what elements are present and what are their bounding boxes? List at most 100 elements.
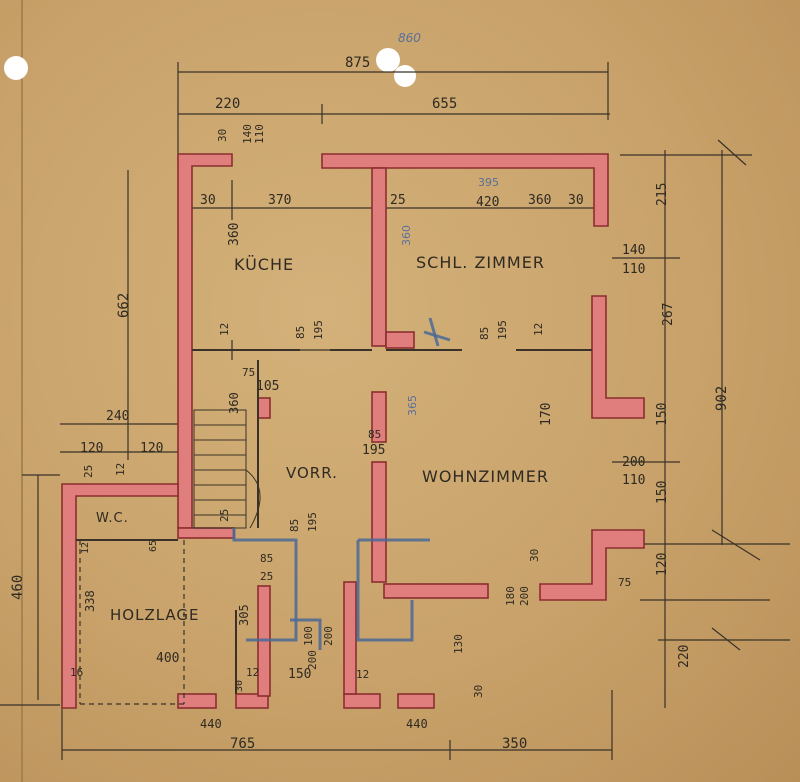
svg-text:150: 150 — [288, 667, 311, 682]
wall-wc-outer — [61, 483, 179, 709]
svg-text:360: 360 — [528, 193, 551, 208]
svg-text:200: 200 — [306, 650, 319, 670]
walls — [61, 153, 645, 709]
svg-text:180: 180 — [504, 586, 517, 606]
svg-text:30: 30 — [568, 193, 584, 208]
wall-north-west — [177, 153, 233, 529]
svg-text:110: 110 — [253, 124, 266, 144]
svg-text:120: 120 — [80, 441, 103, 456]
room-label-vorraum: VORR. — [286, 464, 338, 482]
room-labels: KÜCHE SCHL. ZIMMER VORR. WOHNZIMMER W.C.… — [96, 253, 549, 624]
svg-text:305: 305 — [237, 604, 251, 626]
svg-text:140: 140 — [241, 124, 254, 144]
wall-east-lower — [539, 529, 645, 601]
dim-bottom-left: 765 — [230, 736, 255, 752]
punch-hole — [376, 48, 400, 72]
wall-interior-lower — [371, 461, 387, 583]
punch-hole — [394, 65, 416, 87]
svg-text:662: 662 — [116, 293, 132, 318]
svg-text:130: 130 — [452, 634, 465, 654]
svg-text:12: 12 — [80, 542, 91, 554]
room-label-schlafzimmer: SCHL. ZIMMER — [416, 253, 545, 272]
svg-text:440: 440 — [200, 717, 222, 731]
wall-south-holzlage — [177, 693, 217, 709]
svg-text:195: 195 — [496, 320, 509, 340]
wall-vorraum-post — [343, 581, 357, 695]
svg-text:338: 338 — [83, 590, 97, 612]
svg-text:75: 75 — [242, 366, 255, 379]
svg-text:75: 75 — [618, 576, 631, 589]
svg-text:85: 85 — [294, 326, 307, 339]
blue-pencil-revisions — [232, 317, 451, 650]
svg-text:420: 420 — [476, 195, 499, 210]
svg-text:12: 12 — [532, 323, 545, 336]
svg-text:85: 85 — [368, 428, 381, 441]
staircase — [193, 409, 261, 529]
svg-text:170: 170 — [539, 403, 554, 426]
svg-text:30: 30 — [472, 685, 485, 698]
svg-text:195: 195 — [306, 512, 319, 532]
svg-text:360: 360 — [227, 392, 241, 414]
svg-text:440: 440 — [406, 717, 428, 731]
dimension-labels: 875 860 220 655 30 140 110 30 370 25 420… — [10, 31, 730, 752]
room-label-kueche: KÜCHE — [234, 255, 294, 274]
svg-text:200: 200 — [622, 455, 645, 470]
svg-text:360: 360 — [400, 225, 413, 246]
partitions — [76, 349, 592, 694]
wall-east-upper — [591, 295, 645, 419]
room-label-wc: W.C. — [96, 511, 129, 526]
svg-text:360: 360 — [227, 223, 242, 246]
svg-text:25: 25 — [218, 509, 231, 522]
svg-text:12: 12 — [246, 666, 259, 679]
dim-top-total: 875 — [345, 55, 370, 71]
dim-top-left: 220 — [215, 96, 240, 112]
svg-text:30: 30 — [216, 129, 229, 142]
dim-top-total-corr: 860 — [398, 31, 421, 45]
svg-text:12: 12 — [218, 323, 231, 336]
svg-text:240: 240 — [106, 409, 129, 424]
svg-text:200: 200 — [322, 626, 335, 646]
svg-text:120: 120 — [655, 553, 670, 576]
svg-text:370: 370 — [268, 193, 291, 208]
wall-south-mid — [235, 693, 269, 709]
svg-text:30: 30 — [528, 549, 541, 562]
svg-text:30: 30 — [200, 193, 216, 208]
room-label-wohnzimmer: WOHNZIMMER — [422, 467, 549, 486]
svg-text:100: 100 — [302, 626, 315, 646]
svg-text:85: 85 — [288, 519, 301, 532]
svg-text:25: 25 — [82, 465, 95, 478]
svg-text:30: 30 — [234, 680, 245, 692]
wall-south-end — [397, 693, 435, 709]
svg-text:110: 110 — [622, 262, 645, 277]
svg-text:140: 140 — [622, 243, 645, 258]
svg-text:85: 85 — [260, 552, 273, 565]
svg-text:267: 267 — [661, 303, 676, 326]
holzlage-dashes — [79, 540, 185, 705]
room-label-holzlage: HOLZLAGE — [110, 606, 200, 624]
svg-text:110: 110 — [622, 473, 645, 488]
svg-text:195: 195 — [362, 443, 385, 458]
wall-chimney — [385, 331, 415, 349]
svg-text:395: 395 — [478, 176, 499, 189]
wall-small-block — [257, 397, 271, 419]
svg-text:460: 460 — [10, 575, 26, 600]
wall-north-east — [321, 153, 609, 227]
svg-text:12: 12 — [356, 668, 369, 681]
svg-text:85: 85 — [478, 327, 491, 340]
svg-text:215: 215 — [655, 183, 670, 206]
svg-text:65: 65 — [148, 540, 159, 552]
wall-interior-vorraum — [371, 391, 387, 443]
dim-top-right: 655 — [432, 96, 457, 112]
svg-text:902: 902 — [714, 386, 730, 411]
svg-text:105: 105 — [256, 379, 279, 394]
wall-south-right — [343, 693, 381, 709]
wall-interior-kitchen — [371, 167, 387, 347]
svg-text:150: 150 — [655, 481, 670, 504]
punch-hole — [4, 56, 28, 80]
svg-text:120: 120 — [140, 441, 163, 456]
svg-text:25: 25 — [260, 570, 273, 583]
svg-text:16: 16 — [70, 666, 83, 679]
dim-bottom-right: 350 — [502, 736, 527, 752]
svg-text:200: 200 — [518, 586, 531, 606]
